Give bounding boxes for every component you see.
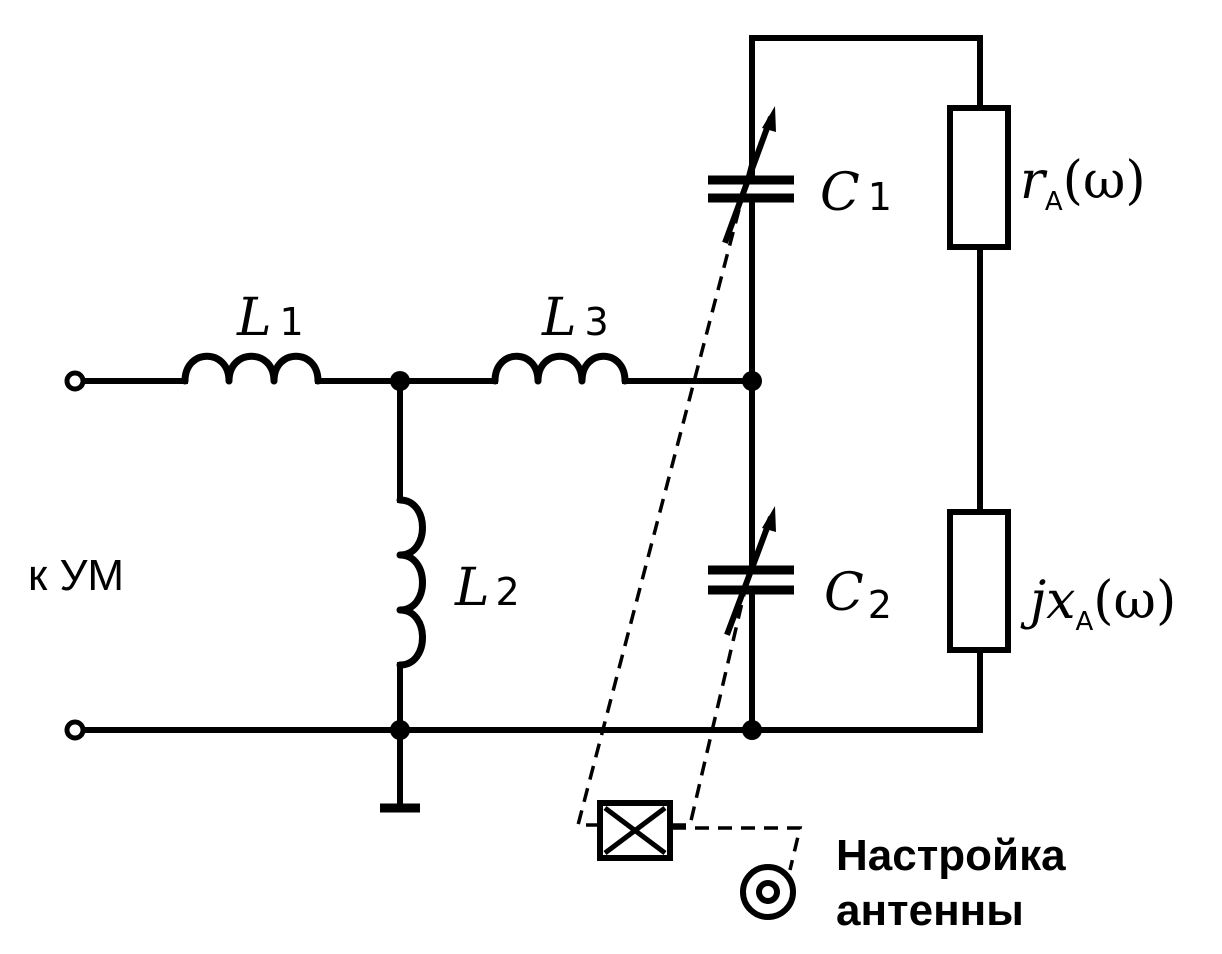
label-input: к УМ [28, 551, 124, 600]
junction-node [390, 371, 410, 391]
junction-node [742, 371, 762, 391]
capacitor-c1 [708, 106, 794, 244]
resistor-ra [947, 105, 1011, 250]
junction-node [742, 720, 762, 740]
label-jxa: jxA(ω) [1020, 571, 1176, 637]
reactance-jxa [947, 509, 1011, 653]
wires [75, 35, 983, 813]
inductor-l3 [491, 352, 629, 385]
label-tuning-line2: антенны [836, 886, 1024, 935]
input-terminal-bottom [64, 719, 86, 741]
inductor-l1 [181, 352, 322, 385]
tuning-linkage [575, 159, 803, 871]
inductor-l2 [396, 496, 426, 669]
label-ra: rA(ω) [1020, 151, 1146, 217]
junction-node [390, 720, 410, 740]
input-terminal-top [64, 370, 86, 392]
label-tuning-line1: Настройка [836, 831, 1066, 880]
capacitor-c2 [708, 506, 794, 636]
tuning-gearbox [597, 800, 673, 861]
tuning-knob-icon [740, 864, 796, 920]
